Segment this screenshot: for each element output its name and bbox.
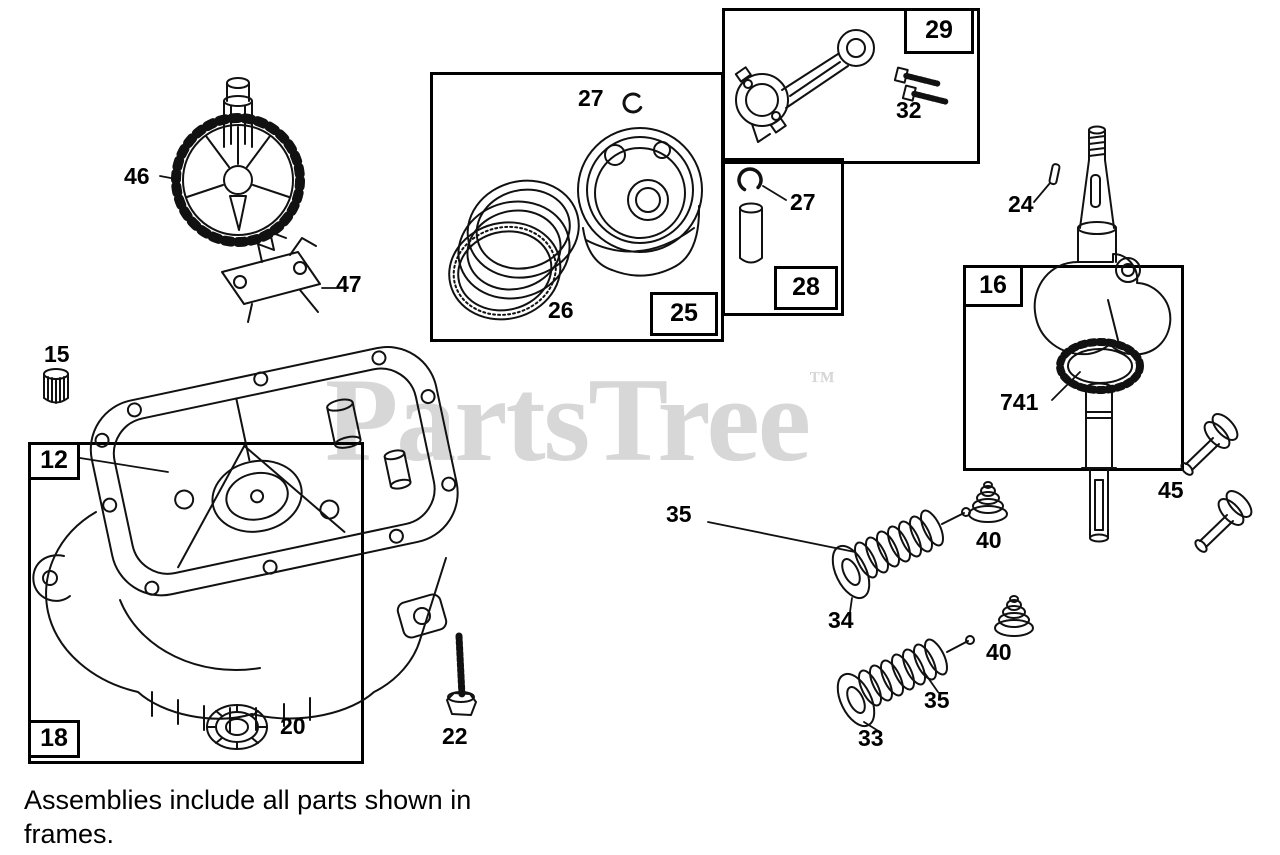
frame-sump-assembly: [28, 442, 364, 764]
callout-box-16: 16: [963, 265, 1023, 307]
callout-24: 24: [1008, 191, 1034, 217]
callout-20: 20: [280, 713, 306, 739]
callout-box-28: 28: [774, 266, 838, 310]
callout-box-18: 18: [28, 720, 80, 758]
valve-cap-upper-drawing: [968, 481, 1008, 523]
frame-connecting-rod-assembly: [722, 8, 980, 164]
callout-27-piston: 27: [578, 85, 604, 111]
callout-40-lower: 40: [986, 639, 1012, 665]
camshaft-gear-drawing: [171, 77, 305, 247]
sump-bolt-drawing: [446, 632, 477, 716]
watermark-text: PartsTree: [325, 353, 811, 486]
watermark-trademark-symbol: ™: [808, 366, 835, 395]
valve-spring-lower-drawing: [836, 635, 975, 728]
callout-35-upper: 35: [666, 501, 692, 527]
footer-note: Assemblies include all parts shown in fr…: [24, 785, 472, 849]
callout-27-pin: 27: [790, 189, 816, 215]
callout-32: 32: [896, 97, 922, 123]
callout-34: 34: [828, 607, 854, 633]
valve-spring-upper-drawing: [831, 507, 971, 600]
callout-box-29: 29: [904, 8, 974, 54]
watermark: PartsTree™: [325, 360, 835, 480]
callout-47: 47: [336, 271, 362, 297]
callout-26: 26: [548, 297, 574, 323]
callout-46: 46: [124, 163, 150, 189]
crankshaft-key-drawing: [1048, 163, 1061, 186]
oil-plug-drawing: [43, 368, 69, 404]
callout-22: 22: [442, 723, 468, 749]
callout-box-12: 12: [28, 442, 80, 480]
callout-45: 45: [1158, 477, 1184, 503]
callout-35-lower: 35: [924, 687, 950, 713]
callout-741: 741: [1000, 389, 1039, 415]
callout-box-25: 25: [650, 292, 718, 336]
tappets-drawing: [1180, 413, 1253, 553]
callout-40-upper: 40: [976, 527, 1002, 553]
callout-15: 15: [44, 341, 70, 367]
frame-wrist-pin-assembly: [722, 158, 844, 316]
governor-assembly-drawing: [221, 231, 321, 323]
valve-cap-lower-drawing: [994, 595, 1034, 637]
callout-33: 33: [858, 725, 884, 751]
